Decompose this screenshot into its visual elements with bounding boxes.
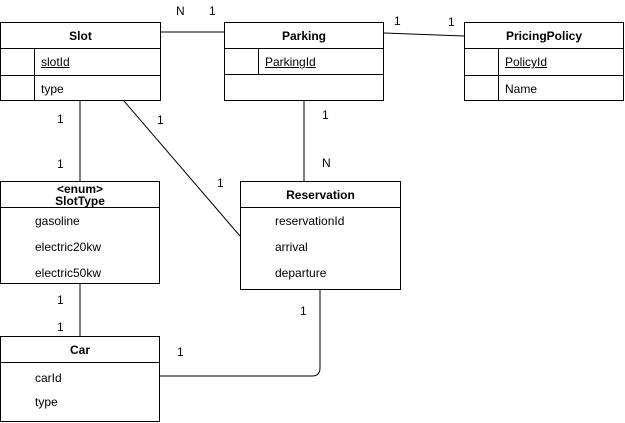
reservation-entity[interactable]: Reservation reservationId arrival depart… bbox=[240, 181, 401, 290]
key-cell bbox=[465, 76, 499, 101]
entity-title: Parking bbox=[225, 23, 383, 49]
entity-title: Reservation bbox=[241, 182, 400, 208]
multiplicity-label: 1 bbox=[177, 345, 184, 359]
primary-key-row: ParkingId bbox=[225, 49, 383, 75]
multiplicity-label: 1 bbox=[57, 157, 64, 171]
multiplicity-label: 1 bbox=[448, 15, 455, 29]
enum-stereotype: <enum> bbox=[56, 182, 104, 196]
slot-id-attribute: slotId bbox=[41, 55, 70, 69]
car-id-attribute: carId bbox=[35, 371, 62, 385]
multiplicity-label: 1 bbox=[57, 320, 64, 334]
car-entity[interactable]: Car carId type bbox=[0, 336, 160, 422]
entity-header: <enum> SlotType bbox=[1, 182, 159, 208]
parking-id-attribute: ParkingId bbox=[265, 55, 316, 69]
entity-title: Slot bbox=[1, 23, 160, 49]
entity-title: SlotType bbox=[55, 194, 105, 208]
enum-value: electric20kw bbox=[35, 240, 102, 254]
multiplicity-label: 1 bbox=[57, 293, 64, 307]
slottype-enum-entity[interactable]: <enum> SlotType gasoline electric20kw el… bbox=[0, 181, 160, 284]
multiplicity-label: 1 bbox=[57, 112, 64, 126]
multiplicity-label: 1 bbox=[394, 14, 401, 28]
multiplicity-label: N bbox=[176, 4, 185, 18]
slot-entity[interactable]: Slot slotId type bbox=[0, 22, 161, 101]
departure-attribute: departure bbox=[275, 266, 327, 280]
multiplicity-label: 1 bbox=[322, 108, 329, 122]
reservation-car-line bbox=[160, 290, 321, 377]
enum-value: electric50kw bbox=[35, 266, 102, 280]
multiplicity-label: 1 bbox=[300, 304, 307, 318]
entity-title: Car bbox=[1, 337, 159, 363]
pricing-policy-entity[interactable]: PricingPolicy PolicyId Name bbox=[464, 22, 624, 101]
multiplicity-label: 1 bbox=[217, 176, 224, 190]
parking-entity[interactable]: Parking ParkingId bbox=[224, 22, 384, 101]
enum-value: gasoline bbox=[35, 214, 80, 228]
attribute-row: type bbox=[1, 75, 160, 101]
key-cell bbox=[225, 49, 259, 74]
arrival-attribute: arrival bbox=[275, 240, 308, 254]
multiplicity-label: 1 bbox=[209, 4, 216, 18]
primary-key-row: slotId bbox=[1, 49, 160, 75]
parking-pricing-line bbox=[383, 32, 465, 37]
slot-type-attribute: type bbox=[41, 82, 64, 96]
reservation-id-attribute: reservationId bbox=[275, 214, 345, 228]
key-cell bbox=[1, 76, 35, 101]
attribute-row: Name bbox=[465, 75, 623, 101]
multiplicity-label: 1 bbox=[157, 113, 164, 127]
policy-name-attribute: Name bbox=[505, 82, 538, 96]
car-type-attribute: type bbox=[35, 395, 58, 409]
key-cell bbox=[465, 49, 499, 75]
multiplicity-label: N bbox=[322, 156, 331, 170]
slot-reservation-line bbox=[123, 100, 241, 237]
policy-id-attribute: PolicyId bbox=[505, 55, 548, 69]
primary-key-row: PolicyId bbox=[465, 49, 623, 75]
entity-title: PricingPolicy bbox=[465, 23, 623, 49]
key-cell bbox=[1, 49, 35, 75]
